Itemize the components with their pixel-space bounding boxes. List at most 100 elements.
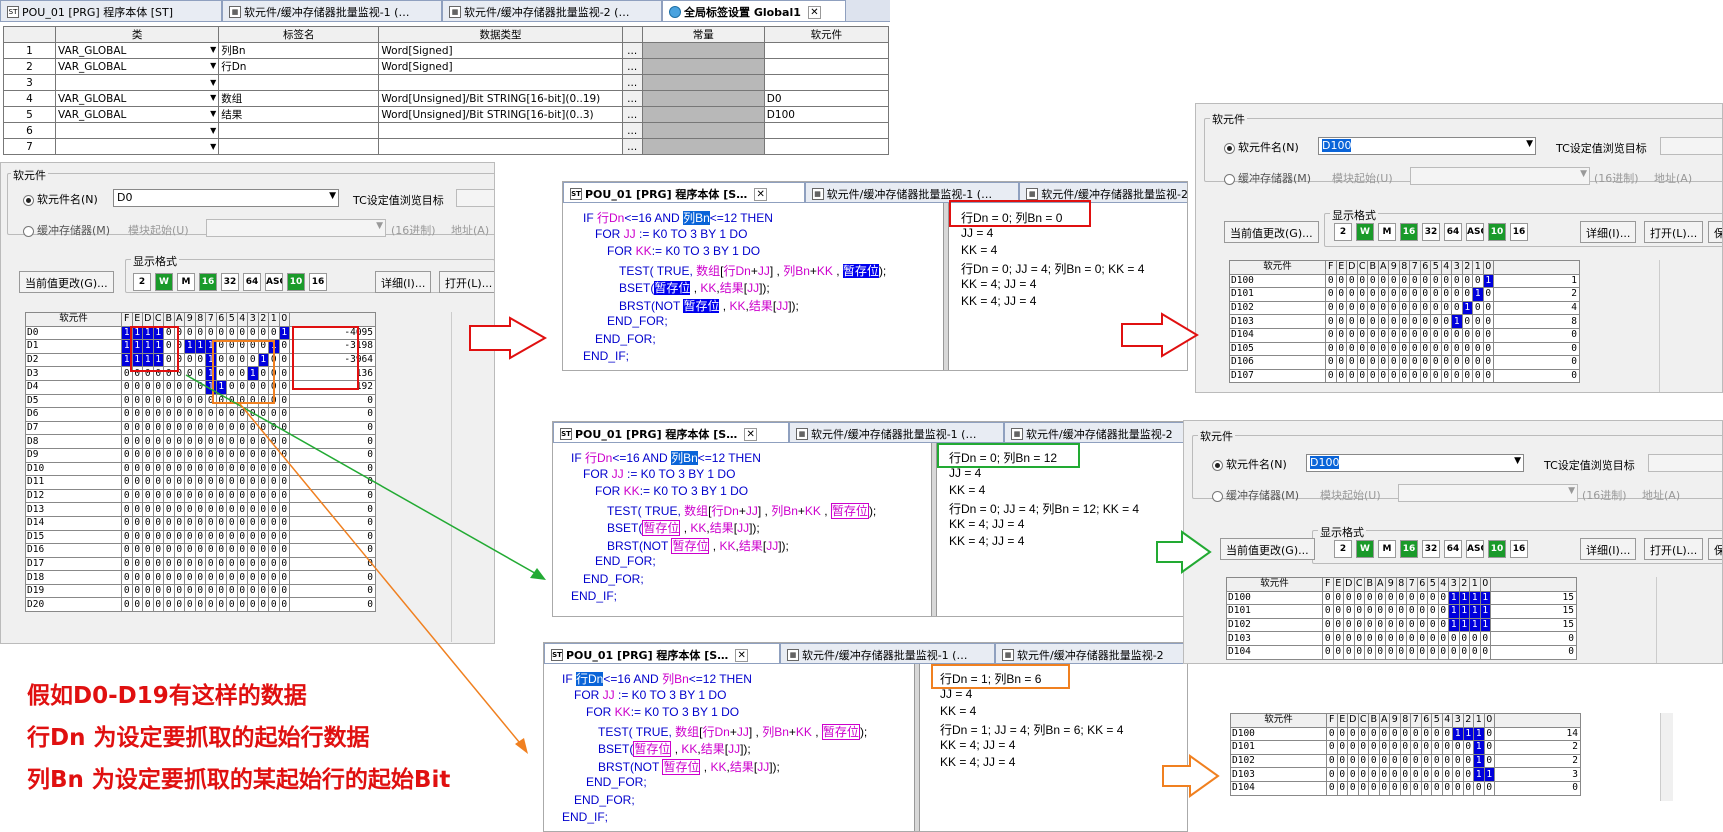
bit-cell[interactable]: 0: [194, 597, 206, 613]
bit-cell[interactable]: 0: [1377, 341, 1389, 357]
bit-cell[interactable]: 0: [1482, 355, 1494, 370]
bit-cell[interactable]: 0: [1461, 287, 1473, 302]
global-table-row[interactable]: 6▼...: [2, 122, 890, 139]
bit-cell[interactable]: 0: [1332, 617, 1344, 633]
label-name-cell[interactable]: 数组: [218, 90, 380, 107]
bit-cell[interactable]: 0: [1378, 753, 1390, 769]
bit-cell[interactable]: 1: [1452, 726, 1464, 742]
bit-cell[interactable]: 0: [1325, 287, 1337, 302]
bit-cell[interactable]: 0: [194, 529, 206, 545]
bit-cell[interactable]: 1: [1482, 273, 1494, 289]
bit-cell[interactable]: 0: [163, 461, 175, 477]
bit-cell[interactable]: 0: [1368, 726, 1380, 742]
bit-cell[interactable]: 0: [1430, 287, 1442, 302]
bit-cell[interactable]: 0: [1346, 327, 1358, 343]
bit-cell[interactable]: 0: [257, 447, 269, 463]
bit-cell[interactable]: 0: [152, 461, 164, 477]
bit-cell[interactable]: 0: [1326, 726, 1338, 742]
bit-cell[interactable]: 0: [1462, 780, 1474, 796]
bit-cell[interactable]: 0: [1410, 726, 1422, 742]
bit-cell[interactable]: 0: [1377, 273, 1389, 289]
bit-cell[interactable]: 0: [205, 515, 217, 531]
bit-cell[interactable]: 0: [131, 502, 143, 517]
bit-cell[interactable]: 0: [257, 420, 269, 436]
bit-cell[interactable]: 0: [1367, 368, 1379, 384]
bit-cell[interactable]: 0: [257, 461, 269, 477]
bit-cell[interactable]: 0: [1388, 368, 1400, 384]
bit-cell[interactable]: 0: [226, 420, 238, 436]
bit-cell[interactable]: 0: [1440, 355, 1452, 370]
bit-cell[interactable]: 0: [1356, 273, 1368, 289]
label-name-cell[interactable]: [218, 74, 380, 91]
format-button[interactable]: M: [177, 273, 195, 291]
bit-cell[interactable]: 0: [1335, 314, 1347, 329]
format-button[interactable]: 16: [199, 273, 217, 291]
bit-cell[interactable]: 0: [268, 583, 280, 599]
bit-cell[interactable]: 0: [1377, 327, 1389, 343]
bit-cell[interactable]: 0: [278, 556, 290, 572]
bit-cell[interactable]: 0: [1398, 341, 1410, 357]
bit-cell[interactable]: 0: [268, 407, 280, 422]
bit-cell[interactable]: 0: [173, 393, 185, 409]
bit-cell[interactable]: 0: [215, 325, 227, 341]
label-name-cell[interactable]: [218, 138, 380, 155]
class-cell[interactable]: ▼: [55, 74, 220, 91]
class-cell[interactable]: VAR_GLOBAL▼: [55, 58, 220, 75]
bit-cell[interactable]: 0: [236, 515, 248, 531]
bit-cell[interactable]: 0: [163, 597, 175, 613]
bit-cell[interactable]: 0: [1322, 644, 1334, 660]
bit-cell[interactable]: 0: [226, 529, 238, 545]
bit-cell[interactable]: 0: [1431, 726, 1443, 742]
bit-cell[interactable]: 0: [142, 407, 154, 422]
bit-cell[interactable]: 0: [1322, 617, 1334, 633]
bit-cell[interactable]: 0: [121, 434, 133, 449]
bit-cell[interactable]: 0: [1367, 300, 1379, 316]
bit-cell[interactable]: 0: [142, 379, 154, 395]
bit-cell[interactable]: 0: [173, 502, 185, 517]
bit-cell[interactable]: 0: [278, 379, 290, 395]
bit-cell[interactable]: 0: [1482, 300, 1494, 316]
format-button[interactable]: 32: [221, 273, 239, 291]
type-browse-button[interactable]: ...: [621, 106, 643, 123]
bit-cell[interactable]: 0: [1427, 644, 1439, 660]
bit-cell[interactable]: 0: [194, 434, 206, 449]
bit-cell[interactable]: 0: [152, 529, 164, 545]
bit-cell[interactable]: 0: [257, 597, 269, 613]
format-button[interactable]: 16: [1510, 540, 1528, 558]
global-table-row[interactable]: 7▼...: [2, 138, 890, 155]
bit-cell[interactable]: 0: [173, 488, 185, 504]
bit-cell[interactable]: 0: [1343, 590, 1355, 606]
bit-cell[interactable]: 1: [1458, 590, 1470, 606]
bit-cell[interactable]: 0: [226, 556, 238, 572]
device-cell[interactable]: [763, 122, 890, 139]
bit-cell[interactable]: 0: [268, 515, 280, 531]
bit-cell[interactable]: 0: [163, 393, 175, 409]
bit-cell[interactable]: 0: [1461, 327, 1473, 343]
code-line[interactable]: BRST(NOT 暂存位 , KK,结果[JJ]);: [598, 758, 780, 775]
bit-cell[interactable]: 0: [1385, 631, 1397, 646]
bit-cell[interactable]: 0: [268, 570, 280, 585]
bit-cell[interactable]: 0: [142, 570, 154, 585]
bit-cell[interactable]: 0: [236, 583, 248, 599]
bit-cell[interactable]: 0: [1451, 287, 1463, 302]
bit-cell[interactable]: 0: [226, 325, 238, 341]
bit-cell[interactable]: 0: [226, 570, 238, 585]
bit-cell[interactable]: 0: [215, 529, 227, 545]
bit-cell[interactable]: 0: [1448, 631, 1460, 646]
bit-cell[interactable]: 0: [152, 570, 164, 585]
bit-cell[interactable]: 0: [247, 543, 259, 558]
bit-cell[interactable]: 0: [1388, 327, 1400, 343]
bit-cell[interactable]: 0: [131, 407, 143, 422]
bit-cell[interactable]: 0: [278, 434, 290, 449]
code-line[interactable]: END_IF;: [571, 589, 617, 603]
bit-cell[interactable]: 0: [1388, 355, 1400, 370]
bit-cell[interactable]: 0: [1452, 780, 1464, 796]
device-name-combo[interactable]: D0▼: [113, 189, 339, 207]
bit-cell[interactable]: 1: [1448, 590, 1460, 606]
code-line[interactable]: END_FOR;: [595, 554, 656, 568]
bit-cell[interactable]: 0: [1440, 314, 1452, 329]
